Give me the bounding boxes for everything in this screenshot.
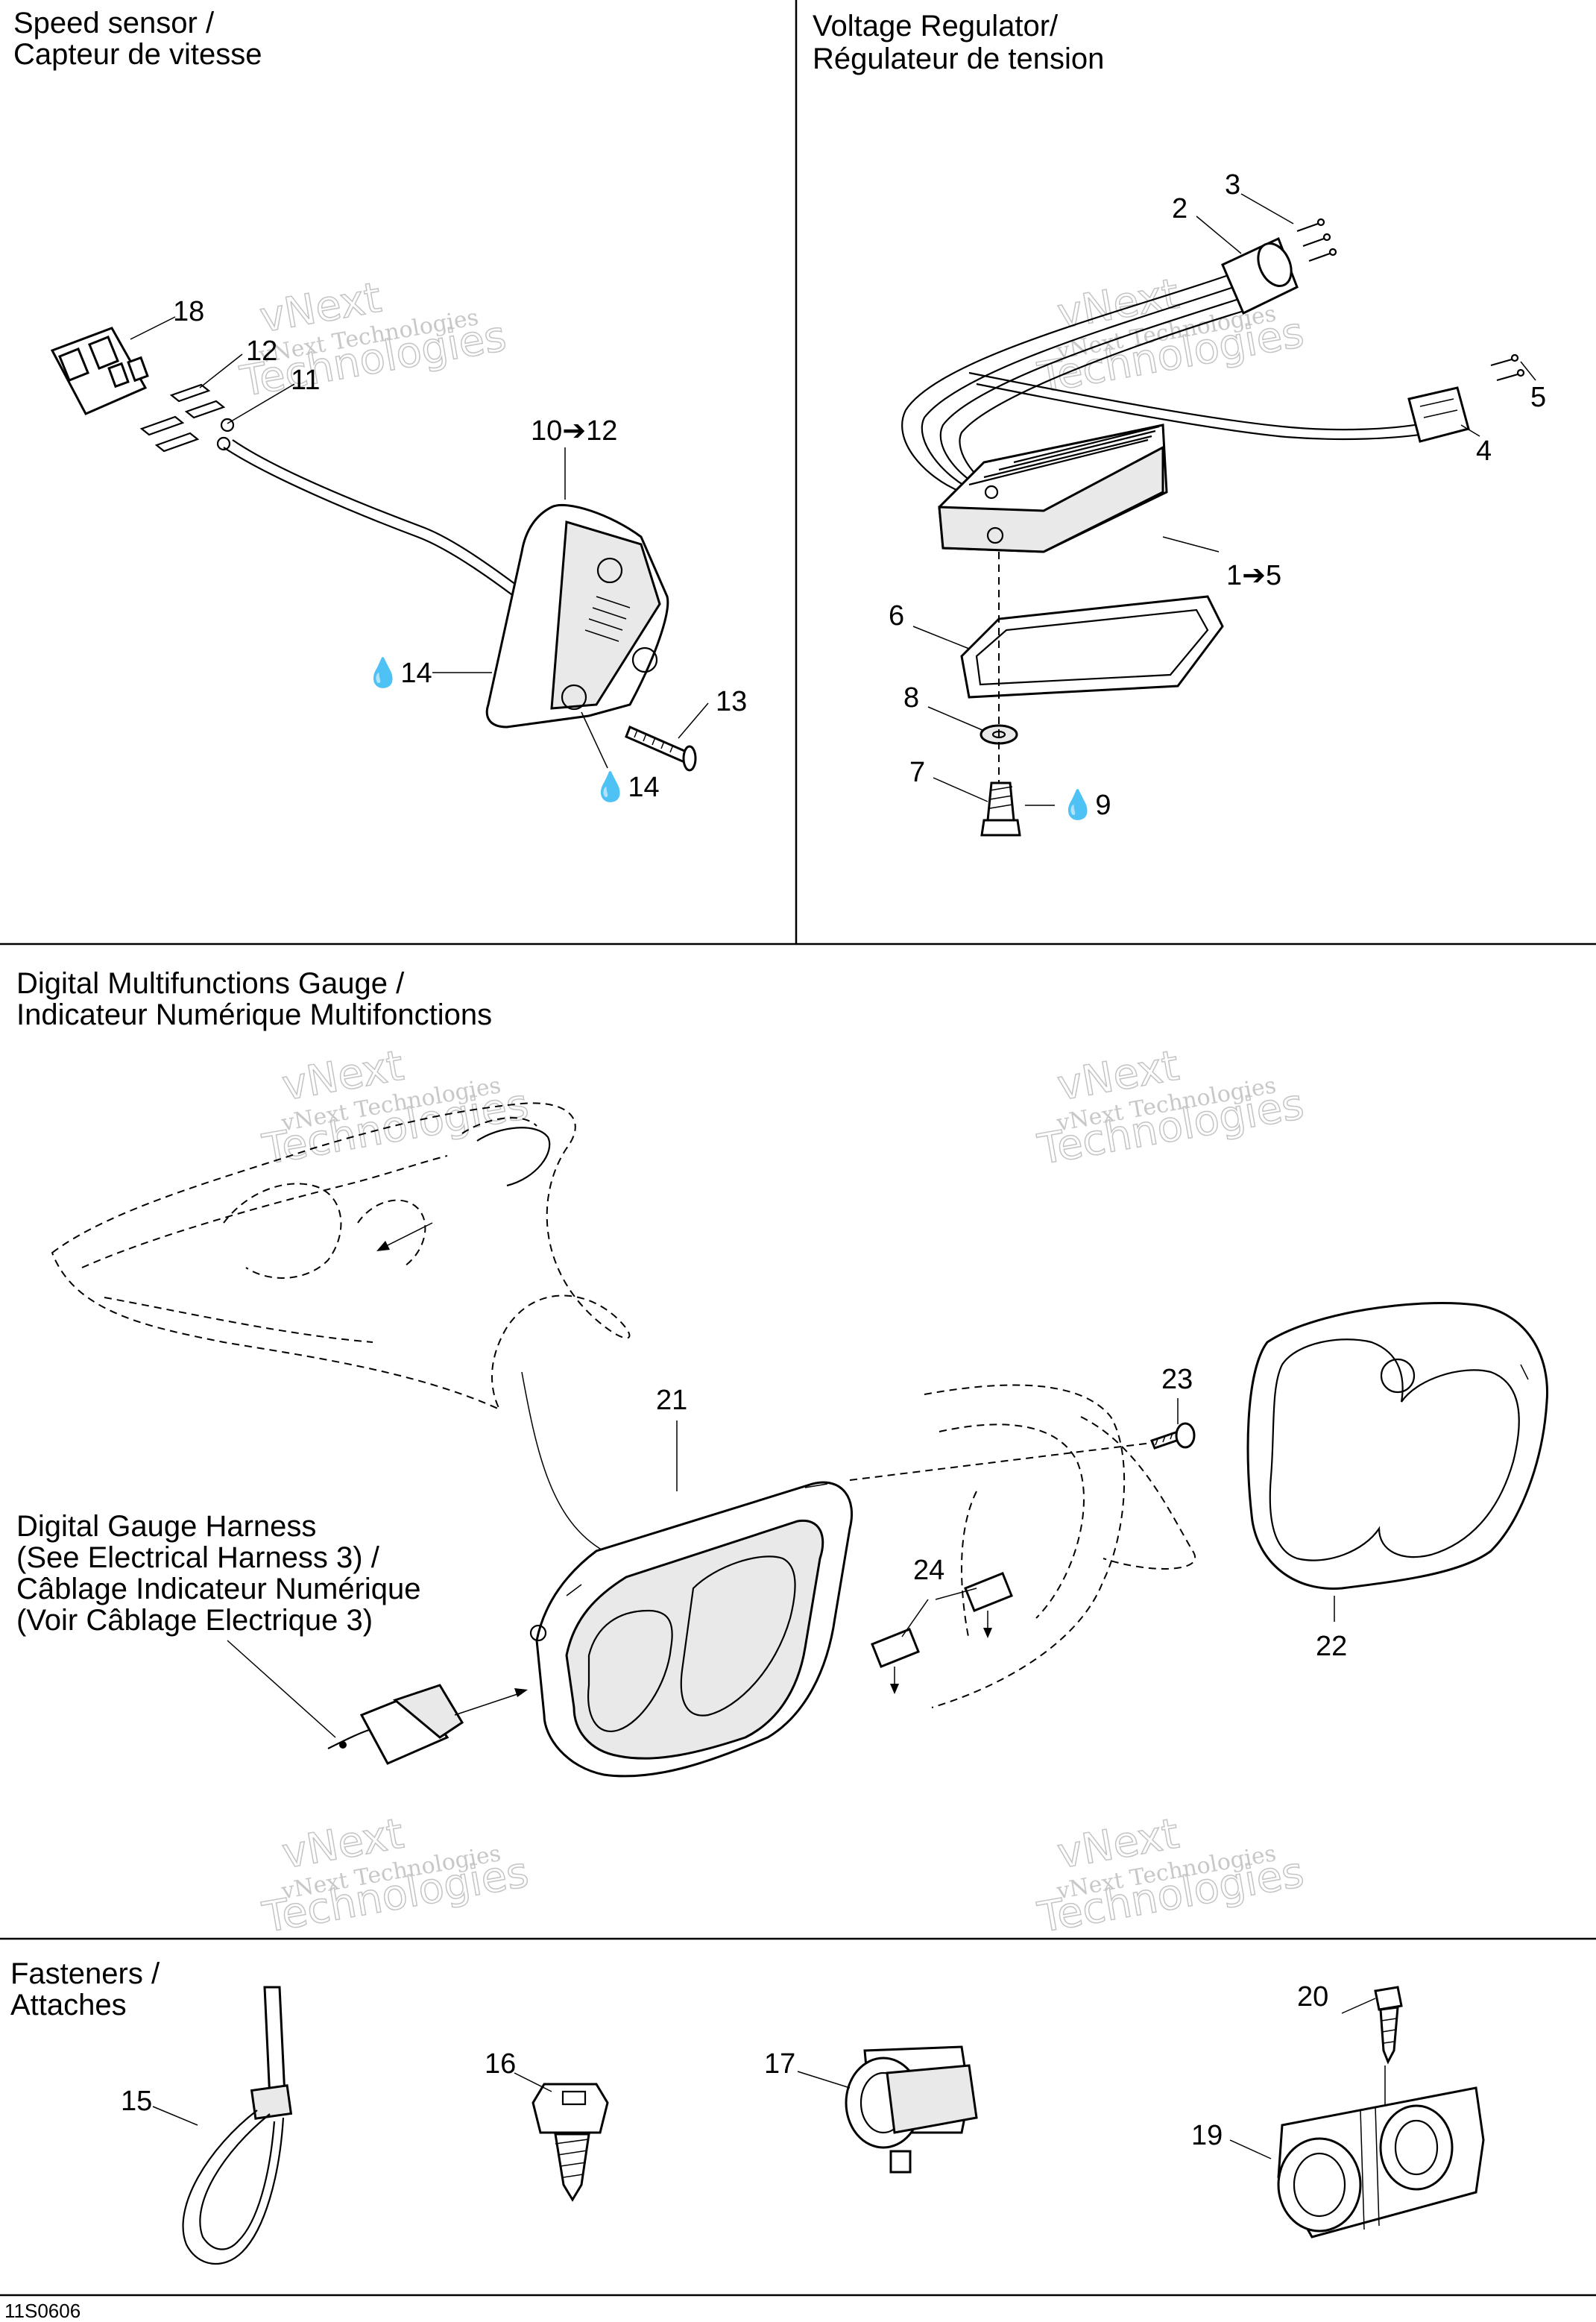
callout-2: 2 bbox=[1172, 193, 1187, 224]
cable-tie-15 bbox=[182, 1986, 293, 2265]
gauge-title-fr: Indicateur Numérique Multifonctions bbox=[16, 998, 492, 1031]
speed-sensor-title-en: Speed sensor / bbox=[13, 7, 215, 40]
harness-note-leader bbox=[227, 1640, 336, 1738]
regulator-body bbox=[938, 424, 1168, 553]
gauge-bezel-22 bbox=[1246, 1301, 1549, 1590]
gauge-harness-connector bbox=[327, 1684, 464, 1765]
arrow-head bbox=[376, 1241, 390, 1251]
regulator-pins-5 bbox=[1490, 353, 1525, 382]
callout-10-12: 10➔12 bbox=[531, 415, 617, 447]
speed-sensor-wire bbox=[223, 439, 523, 597]
leader-15 bbox=[152, 2106, 198, 2126]
gauge-body-21 bbox=[529, 1481, 854, 1778]
callout-18: 18 bbox=[173, 296, 204, 327]
callout-7: 7 bbox=[909, 757, 925, 788]
clamp-17 bbox=[845, 2045, 978, 2174]
callout-15: 15 bbox=[121, 2086, 152, 2117]
callout-12: 12 bbox=[246, 336, 277, 367]
regulator-leaders bbox=[912, 193, 1536, 806]
speed-sensor-body bbox=[485, 503, 669, 729]
regulator-screw-7 bbox=[980, 781, 1021, 837]
regulator-wires bbox=[901, 274, 1426, 495]
double-clamp-19 bbox=[1277, 2086, 1485, 2238]
callout-14-bottom: 💧14 bbox=[593, 770, 660, 803]
connector-arrow-head bbox=[514, 1688, 528, 1697]
speed-sensor-terminals bbox=[139, 383, 235, 453]
callout-22: 22 bbox=[1316, 1631, 1347, 1662]
voltage-regulator-title-fr: Régulateur de tension bbox=[813, 43, 1104, 75]
regulator-gasket-6 bbox=[960, 595, 1224, 699]
callout-3: 3 bbox=[1225, 169, 1240, 201]
leader-17 bbox=[797, 2071, 851, 2089]
regulator-connector-4 bbox=[1407, 386, 1470, 443]
screw-16 bbox=[532, 2083, 609, 2202]
leader-19 bbox=[1229, 2139, 1272, 2159]
callout-9: 💧9 bbox=[1060, 788, 1111, 821]
harness-note-line2: (See Electrical Harness 3) / bbox=[16, 1541, 380, 1574]
voltage-regulator-title-en: Voltage Regulator/ bbox=[813, 10, 1059, 43]
leader-20 bbox=[1341, 1998, 1376, 2014]
callout-21: 21 bbox=[656, 1385, 687, 1416]
callout-11: 11 bbox=[291, 365, 320, 396]
callout-24: 24 bbox=[913, 1555, 944, 1586]
gauge-screw-23 bbox=[1150, 1422, 1196, 1450]
watermark-3: vNext vNext Technologies Technologies bbox=[259, 1041, 533, 1175]
harness-routing-line bbox=[521, 1371, 605, 1552]
leader-16 bbox=[514, 2072, 552, 2092]
fasteners-title-en: Fasteners / bbox=[10, 1957, 160, 1990]
harness-note-line4: (Voir Câblage Electrique 3) bbox=[16, 1604, 373, 1637]
callout-23: 23 bbox=[1161, 1364, 1193, 1395]
callout-8: 8 bbox=[903, 682, 919, 714]
watermark-4: vNext vNext Technologies Technologies bbox=[1034, 1041, 1308, 1175]
harness-note-line1: Digital Gauge Harness bbox=[16, 1510, 316, 1543]
harness-note-line3: Câblage Indicateur Numérique bbox=[16, 1573, 421, 1605]
speed-sensor-leaders bbox=[130, 316, 709, 769]
body-panel-outline bbox=[924, 1384, 1196, 1708]
regulator-connector-2 bbox=[1221, 236, 1299, 315]
speed-sensor-title-fr: Capteur de vitesse bbox=[13, 38, 262, 71]
callout-19: 19 bbox=[1191, 2120, 1223, 2151]
callout-17: 17 bbox=[764, 2048, 795, 2080]
gauge-title-en: Digital Multifunctions Gauge / bbox=[16, 967, 405, 1000]
watercraft-arrow bbox=[379, 1222, 433, 1250]
screw-20 bbox=[1374, 1986, 1403, 2065]
regulator-pins-3 bbox=[1296, 218, 1337, 262]
screw-axis bbox=[849, 1442, 1152, 1481]
callout-20: 20 bbox=[1297, 1981, 1328, 2013]
callout-13: 13 bbox=[716, 686, 747, 717]
watermark-6: vNext vNext Technologies Technologies bbox=[1034, 1809, 1308, 1943]
gauge-leaders bbox=[676, 1398, 1335, 1637]
callout-5: 5 bbox=[1530, 382, 1546, 413]
gauge-clips-24 bbox=[871, 1572, 1013, 1694]
watermark-1: vNext vNext Technologies Technologies bbox=[236, 273, 511, 407]
watercraft-outline bbox=[51, 1102, 631, 1412]
speed-sensor-connector bbox=[50, 327, 149, 415]
watermark-5: vNext vNext Technologies Technologies bbox=[259, 1809, 533, 1943]
callout-14-top: 💧14 bbox=[365, 656, 432, 689]
callout-16: 16 bbox=[485, 2048, 516, 2080]
callout-4: 4 bbox=[1476, 435, 1492, 467]
speed-sensor-screw bbox=[625, 725, 697, 772]
callout-6: 6 bbox=[889, 600, 904, 632]
callout-1-5: 1➔5 bbox=[1226, 560, 1281, 591]
connector-to-gauge-line bbox=[454, 1692, 523, 1716]
drawing-code: 11S0606 bbox=[4, 2300, 81, 2322]
fasteners-title-fr: Attaches bbox=[10, 1989, 127, 2021]
